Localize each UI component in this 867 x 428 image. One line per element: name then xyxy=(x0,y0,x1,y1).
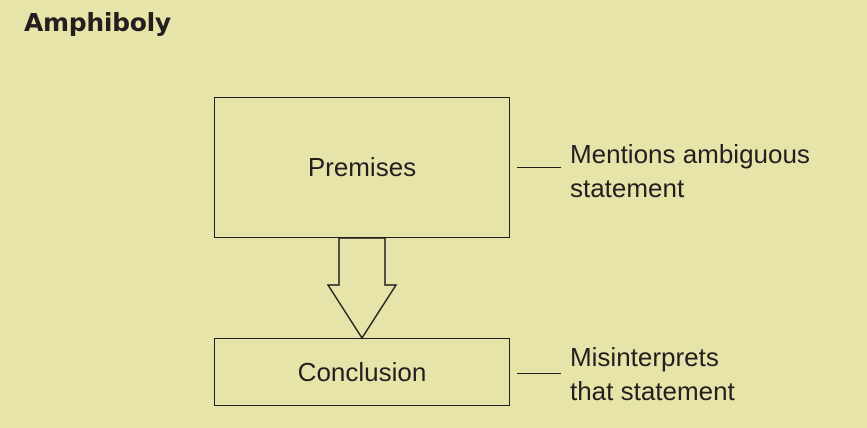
premises-note-line-2: statement xyxy=(570,173,685,203)
premises-note-line-1: Mentions ambiguous xyxy=(570,139,810,169)
premises-label: Premises xyxy=(307,152,417,182)
diagram-title: Amphiboly xyxy=(24,8,171,37)
conclusion-box: Conclusion xyxy=(214,338,510,406)
conclusion-label: Conclusion xyxy=(297,356,427,387)
conclusion-note: Misinterprets that statement xyxy=(570,340,735,408)
conclusion-note-line-1: Misinterprets xyxy=(570,342,719,372)
premises-connector-line xyxy=(517,167,561,168)
conclusion-note-line-2: that statement xyxy=(570,376,735,406)
premises-note: Mentions ambiguous statement xyxy=(570,137,810,205)
conclusion-connector-line xyxy=(517,373,561,374)
